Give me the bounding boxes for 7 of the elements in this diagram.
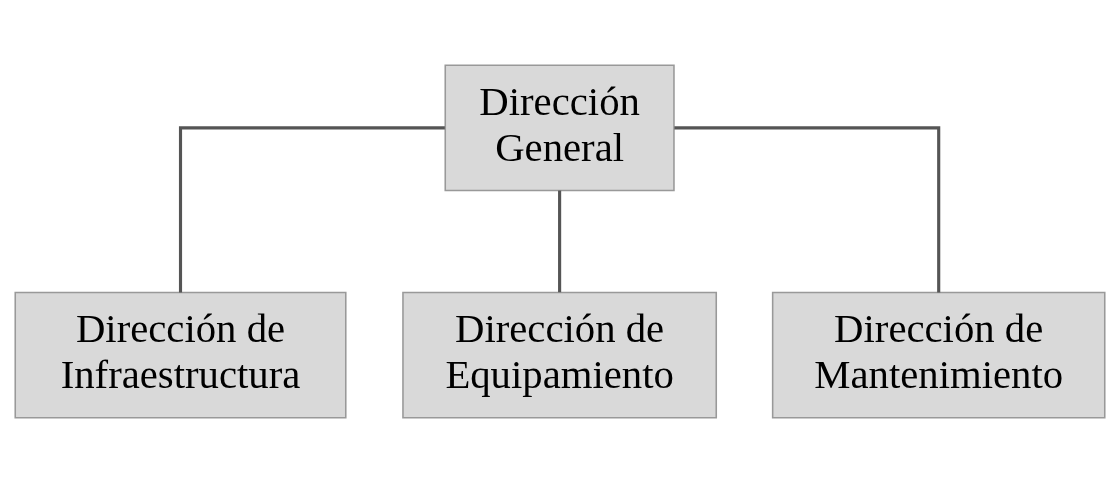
connector <box>558 190 562 293</box>
node-box: Dirección General <box>444 64 675 192</box>
node-box: Dirección de Equipamiento <box>402 291 718 419</box>
node-box: Dirección de Infraestructura <box>14 291 347 419</box>
node-box: Dirección de Mantenimiento <box>771 291 1106 419</box>
connector <box>674 126 941 293</box>
connector <box>178 126 445 293</box>
